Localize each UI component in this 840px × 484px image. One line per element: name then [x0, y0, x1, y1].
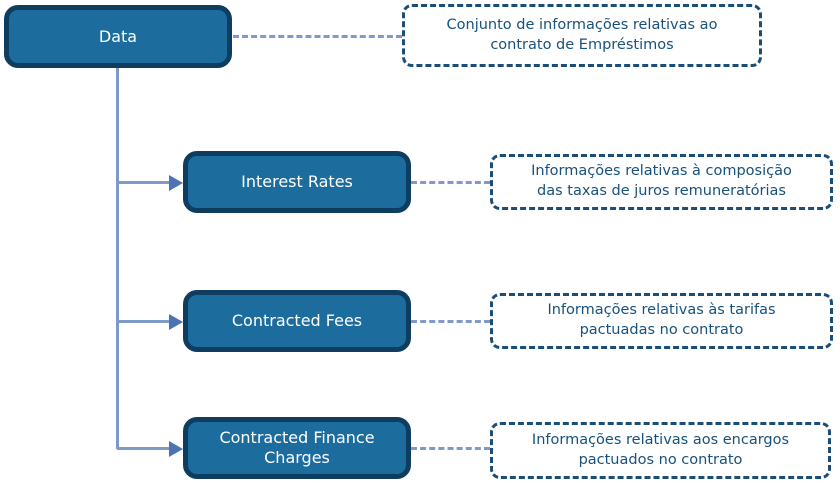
arrowhead-icon — [169, 313, 183, 330]
branch-line-contracted-fees — [117, 320, 171, 323]
dashed-link-contracted-fees-note — [411, 320, 490, 323]
note-contracted-finance-charges-line2: pactuados no contrato — [578, 451, 743, 468]
trunk-connector-line — [116, 68, 119, 449]
note-contracted-fees: Informações relativas às tarifas pactuad… — [490, 293, 833, 349]
dashed-link-interest-rates-note — [411, 181, 490, 184]
dashed-link-contracted-finance-charges-note — [411, 447, 490, 450]
note-contracted-finance-charges-line1: Informações relativas aos encargos — [531, 431, 790, 448]
branch-line-contracted-finance-charges — [117, 447, 171, 450]
node-interest-rates-label: Interest Rates — [241, 172, 353, 191]
note-contracted-fees-line1: Informações relativas às tarifas — [547, 302, 776, 319]
arrowhead-icon — [169, 440, 183, 457]
node-contracted-fees-label: Contracted Fees — [231, 311, 363, 330]
note-interest-rates: Informações relativas à composição das t… — [490, 154, 833, 210]
note-contracted-fees-line2: pactuadas no contrato — [579, 322, 744, 338]
note-interest-rates-line2: das taxas de juros remuneratórias — [537, 183, 786, 199]
node-contracted-finance-charges-label: Contracted Finance Charges — [219, 428, 375, 467]
node-data-label: Data — [98, 26, 138, 46]
note-data-line2: contrato de Empréstimos — [490, 36, 674, 53]
note-data-line1: Conjunto de informações relativas ao — [446, 16, 718, 33]
note-data: Conjunto de informações relativas ao con… — [402, 4, 762, 67]
arrowhead-icon — [169, 174, 183, 191]
node-data: Data — [4, 5, 232, 68]
node-contracted-finance-charges: Contracted Finance Charges — [183, 417, 411, 479]
node-contracted-fees: Contracted Fees — [183, 290, 411, 352]
note-interest-rates-line1: Informações relativas à composição — [531, 163, 792, 180]
branch-line-interest-rates — [117, 181, 171, 184]
dashed-link-data-note — [233, 35, 402, 38]
node-interest-rates: Interest Rates — [183, 151, 411, 213]
note-contracted-finance-charges: Informações relativas aos encargos pactu… — [490, 422, 831, 479]
